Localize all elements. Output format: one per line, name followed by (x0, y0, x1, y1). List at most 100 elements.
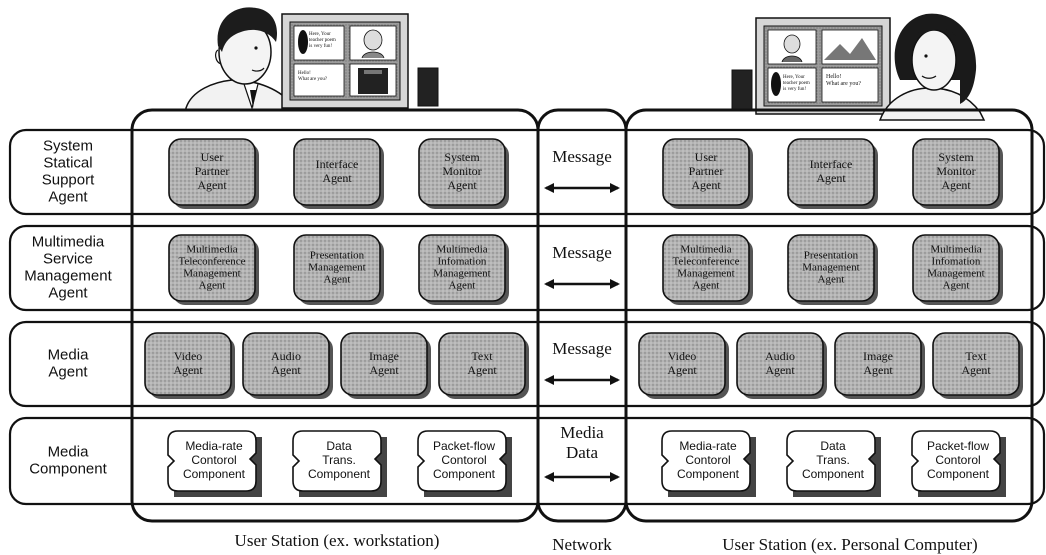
agent-label-line: Management (308, 262, 365, 274)
agent-label-line: Management (927, 268, 984, 280)
arrow-label-line: Data (566, 443, 599, 462)
layer-label-line: Component (29, 460, 107, 477)
agent-label-line: Image (369, 349, 399, 363)
agent-label-line: System (938, 150, 974, 164)
agent-label-line: Text (965, 349, 987, 363)
media-component-band (8, 416, 1046, 506)
speaker-icon (731, 69, 753, 111)
agents: UserPartnerAgentInterfaceAgentSystemMoni… (144, 138, 1023, 497)
agent-label-line: Infomation (438, 256, 487, 268)
component-label-line: Trans. (816, 453, 850, 467)
component-label-line: Contorol (441, 453, 486, 467)
right-station-frame (624, 108, 1034, 523)
component-label-line: Data (820, 439, 846, 453)
agent-label-line: Agent (447, 178, 477, 192)
component-label-line: Packet-flow (927, 439, 989, 453)
component-label-line: Contorol (191, 453, 236, 467)
layer-label-line: Statical (43, 154, 92, 171)
network-caption: Network (552, 535, 612, 554)
agent-label-line: Text (471, 349, 493, 363)
layer-labels: SystemStaticalSupportAgentMultimediaServ… (24, 137, 112, 477)
svg-text:teacher poem: teacher poem (783, 81, 810, 86)
component-label-line: Component (802, 467, 865, 481)
agent-label-line: Interface (316, 157, 359, 171)
component-label-line: Media-rate (185, 439, 243, 453)
service-management-band (8, 224, 1046, 312)
screen-reply-text: Hello! What are you? (298, 71, 328, 82)
agent-label-line: Management (433, 268, 490, 280)
layer-label-line: Support (42, 171, 95, 188)
layer-label-line: Agent (48, 284, 88, 301)
arrow-label-line: Message (552, 243, 611, 262)
component-label-line: Packet-flow (433, 439, 495, 453)
arrow-label: Message (552, 147, 611, 166)
agent-label-line: Management (183, 268, 240, 280)
layer-label-line: Multimedia (32, 233, 105, 250)
agent-label-line: Audio (765, 349, 795, 363)
component-label-line: Component (677, 467, 740, 481)
system-support-band (8, 128, 1046, 216)
agent-label-line: Agent (818, 274, 845, 286)
agent-label-line: Management (802, 262, 859, 274)
man-at-workstation-icon (185, 7, 307, 111)
arrow-label-line: Media (560, 423, 604, 442)
arrow-label-line: Message (552, 147, 611, 166)
layer-label-line: System (43, 137, 93, 154)
svg-text:Hello!: Hello! (826, 74, 841, 80)
agent-label-line: Agent (322, 171, 352, 185)
agent-label-line: Partner (689, 164, 724, 178)
layer-label-line: Media (48, 443, 90, 460)
agent-label-line: User (201, 150, 224, 164)
component-label-line: Trans. (322, 453, 356, 467)
agent-label-line: System (444, 150, 480, 164)
agent-label-line: Partner (195, 164, 230, 178)
arrow-label-line: Message (552, 339, 611, 358)
layer-label-line: Service (43, 250, 93, 267)
svg-text:teacher poem: teacher poem (309, 38, 336, 43)
svg-text:is very fun!: is very fun! (309, 44, 332, 49)
agent-label-line: Agent (863, 363, 893, 377)
arrow-label: Message (552, 339, 611, 358)
agent-label-line: Interface (810, 157, 853, 171)
agent-label-line: Agent (173, 363, 203, 377)
agent-label-line: Monitor (442, 164, 481, 178)
agent-label-line: Agent (449, 280, 476, 292)
agent-label-line: Agent (271, 363, 301, 377)
agent-label-line: Teleconference (672, 256, 739, 268)
component-label-line: Media-rate (679, 439, 737, 453)
agent-label-line: Multimedia (680, 244, 731, 256)
right-station-caption: User Station (ex. Personal Computer) (722, 535, 977, 554)
component-label-line: Component (308, 467, 371, 481)
